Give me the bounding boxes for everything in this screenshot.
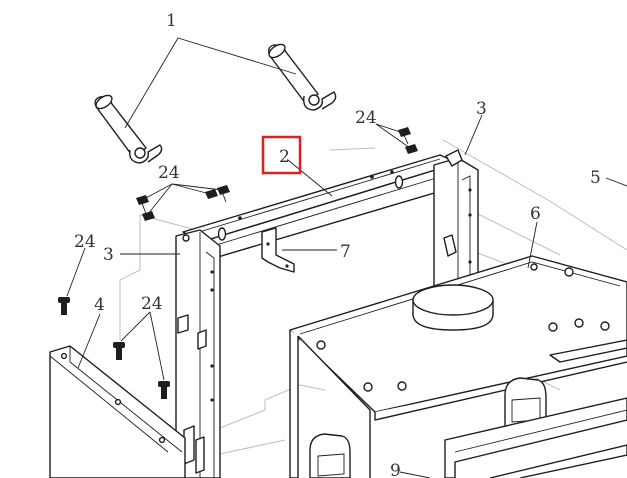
screw	[158, 381, 170, 399]
callout-7: 7	[340, 242, 351, 262]
screw-group-mid	[136, 185, 230, 221]
highlight-box	[261, 135, 302, 175]
top-rail	[182, 154, 459, 263]
bracket	[261, 227, 295, 273]
callout-24-left: 24	[74, 232, 96, 252]
post-left	[175, 229, 221, 478]
screw	[113, 342, 125, 360]
screw-group-top	[398, 127, 418, 154]
callout-9: 9	[390, 461, 401, 478]
callout-1: 1	[166, 11, 177, 31]
callout-24-top: 24	[355, 108, 377, 128]
screw	[217, 185, 230, 203]
pin-left	[94, 94, 163, 164]
screw-group-low	[113, 342, 170, 399]
screw-left	[58, 297, 70, 315]
screw	[398, 127, 411, 145]
pin-right	[267, 43, 337, 111]
lower-panels	[309, 339, 627, 478]
callout-2: 2	[279, 147, 290, 167]
leader-lines	[66, 37, 627, 478]
callout-5: 5	[590, 168, 601, 188]
callout-24-low: 24	[141, 294, 163, 314]
top-cover	[289, 255, 627, 478]
callout-24-mid: 24	[158, 163, 180, 183]
screw	[142, 211, 155, 221]
screw	[136, 195, 149, 215]
screw	[205, 189, 218, 199]
side-panel	[49, 345, 186, 478]
callout-6: 6	[530, 204, 541, 224]
callout-4: 4	[94, 295, 105, 315]
callout-3-right: 3	[476, 99, 487, 119]
callout-3-left: 3	[103, 245, 114, 265]
callout-labels: 1 2 3 3 4 5 6 7 9 24 24 24 24	[74, 11, 601, 478]
